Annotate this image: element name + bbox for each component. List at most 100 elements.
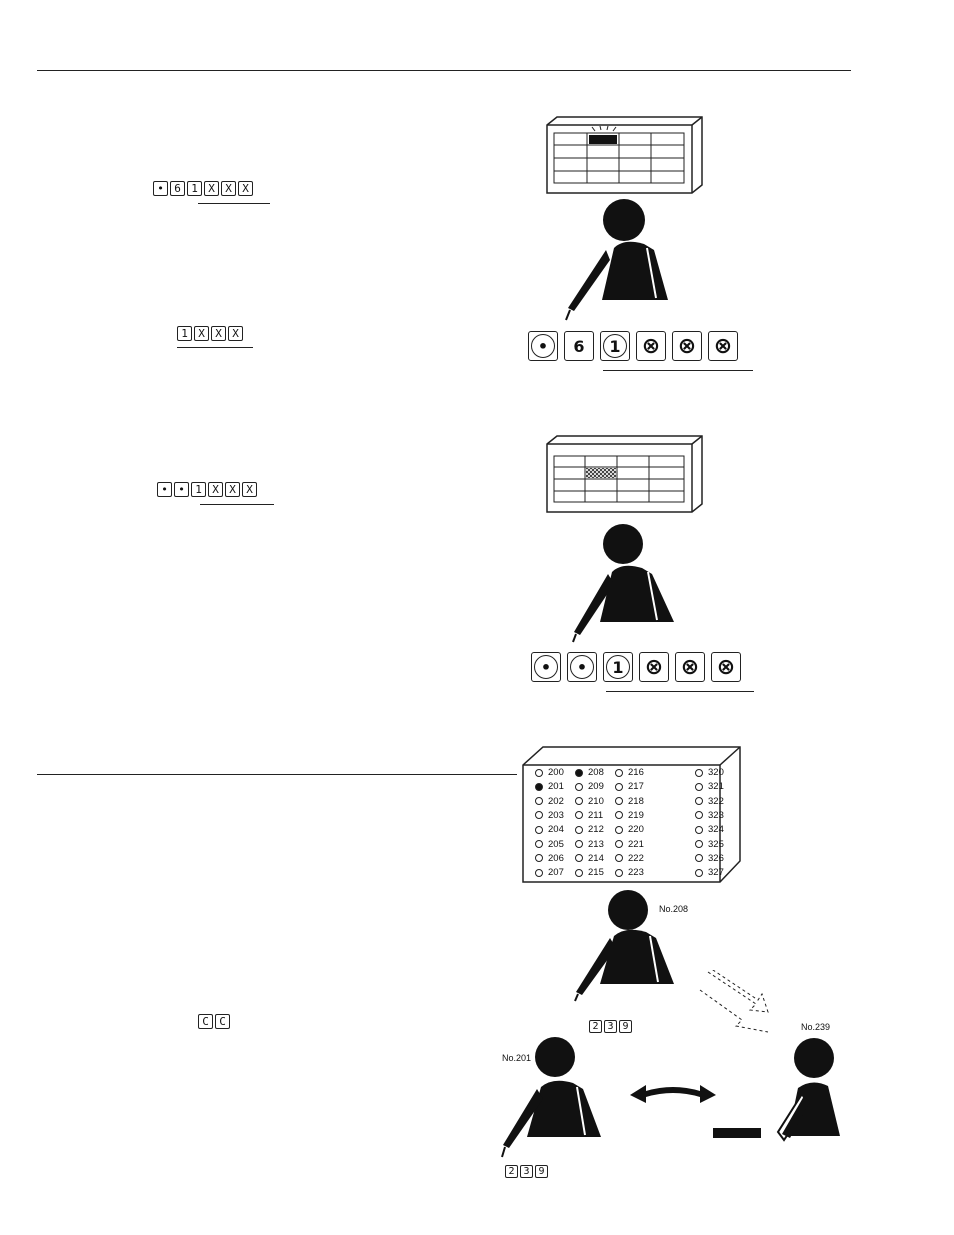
indicator-327: 327 <box>695 867 724 878</box>
key-9: 9 <box>619 1020 632 1033</box>
person-no201 <box>501 1037 601 1158</box>
indicator-218: 218 <box>615 796 644 807</box>
big-key-1: 1 <box>600 331 630 361</box>
indicator-number: 209 <box>588 781 604 793</box>
indicator-number: 214 <box>588 852 604 864</box>
indicator-number: 320 <box>708 767 724 778</box>
indicator-icon <box>575 868 583 877</box>
key-x: X <box>238 181 253 196</box>
indicator-323: 323 <box>695 810 724 821</box>
indicator-320: 320 <box>695 767 724 778</box>
indicator-icon <box>535 854 543 863</box>
indicator-number: 206 <box>548 852 564 864</box>
key-dot: • <box>153 181 168 196</box>
key-x: X <box>211 326 226 341</box>
dashed-arrow-icon <box>699 970 769 1033</box>
lit-indicator-icon <box>535 782 543 791</box>
key-3: 3 <box>604 1020 617 1033</box>
key-x: X <box>228 326 243 341</box>
indicator-number: 210 <box>588 795 604 807</box>
indicator-icon <box>615 797 623 806</box>
key-x: X <box>221 181 236 196</box>
indicator-icon <box>695 768 703 777</box>
indicator-icon <box>695 825 703 834</box>
key-x: X <box>194 326 209 341</box>
key-1: 1 <box>177 326 192 341</box>
indicator-icon <box>695 797 703 806</box>
indicator-number: 211 <box>588 809 604 821</box>
indicator-icon <box>575 854 583 863</box>
indicator-number: 203 <box>548 809 564 821</box>
indicator-223: 223 <box>615 867 644 878</box>
key-2: 2 <box>589 1020 602 1033</box>
key-2: 2 <box>505 1165 518 1178</box>
indicator-icon <box>575 797 583 806</box>
indicator-icon <box>575 811 583 820</box>
indicator-221: 221 <box>615 839 644 850</box>
key-x: X <box>225 482 240 497</box>
big-key-dot: • <box>531 652 561 682</box>
indicator-204: 204 <box>535 824 564 835</box>
display-panel-1 <box>546 116 703 194</box>
indicator-icon <box>535 868 543 877</box>
display-panel-2 <box>546 435 703 513</box>
indicator-number: 213 <box>588 838 604 850</box>
key-c: C <box>198 1014 213 1029</box>
indicator-number: 327 <box>708 867 724 879</box>
top-rule <box>37 70 851 71</box>
key-dot: • <box>174 482 189 497</box>
big-key-sequence-1: • 6 1 ⊗ ⊗ ⊗ <box>528 331 738 361</box>
indicator-205: 205 <box>535 839 564 850</box>
indicator-icon <box>575 840 583 848</box>
indicator-211: 211 <box>575 810 603 821</box>
indicator-216: 216 <box>615 767 644 778</box>
indicator-icon <box>535 768 543 777</box>
dial-keys-2: 2 3 9 <box>505 1165 548 1178</box>
brace-2 <box>177 342 253 348</box>
big-key-dot: • <box>528 331 558 361</box>
indicator-number: 216 <box>628 767 644 778</box>
indicator-icon <box>615 868 623 877</box>
label-no239: No.239 <box>801 1022 831 1032</box>
indicator-icon <box>695 840 703 848</box>
indicator-icon <box>615 782 623 791</box>
big-key-x: ⊗ <box>711 652 741 682</box>
indicator-icon <box>695 854 703 863</box>
indicator-number: 204 <box>548 824 564 836</box>
key-sequence-1: • 6 1 X X X <box>153 181 253 196</box>
indicator-number: 326 <box>708 852 724 864</box>
big-brace-1 <box>603 365 753 371</box>
big-key-x: ⊗ <box>639 652 669 682</box>
big-key-1: 1 <box>603 652 633 682</box>
indicator-number: 207 <box>548 867 564 879</box>
indicator-213: 213 <box>575 839 604 850</box>
key-9: 9 <box>535 1165 548 1178</box>
section-rule <box>37 774 517 775</box>
person-pressing-keys-1 <box>565 199 668 321</box>
indicator-322: 322 <box>695 796 724 807</box>
indicator-207: 207 <box>535 867 564 878</box>
big-key-x: ⊗ <box>708 331 738 361</box>
indicator-number: 323 <box>708 809 724 821</box>
person-no208 <box>574 890 674 1002</box>
indicator-icon <box>615 840 623 848</box>
person-pressing-keys-2 <box>572 524 674 643</box>
person-no239 <box>776 1038 840 1142</box>
key-dot: • <box>157 482 172 497</box>
label-no201: No.201 <box>502 1053 532 1063</box>
indicator-206: 206 <box>535 853 564 864</box>
brace-3 <box>200 499 274 505</box>
label-no208: No.208 <box>659 904 689 914</box>
indicator-icon <box>575 825 583 834</box>
indicator-number: 200 <box>548 767 564 778</box>
key-1: 1 <box>187 181 202 196</box>
indicator-number: 321 <box>708 781 724 793</box>
indicator-215: 215 <box>575 867 604 878</box>
indicator-number: 222 <box>628 852 644 864</box>
indicator-222: 222 <box>615 853 644 864</box>
indicator-icon <box>535 811 543 820</box>
indicator-325: 325 <box>695 839 724 850</box>
key-3: 3 <box>520 1165 533 1178</box>
indicator-icon <box>575 782 583 791</box>
